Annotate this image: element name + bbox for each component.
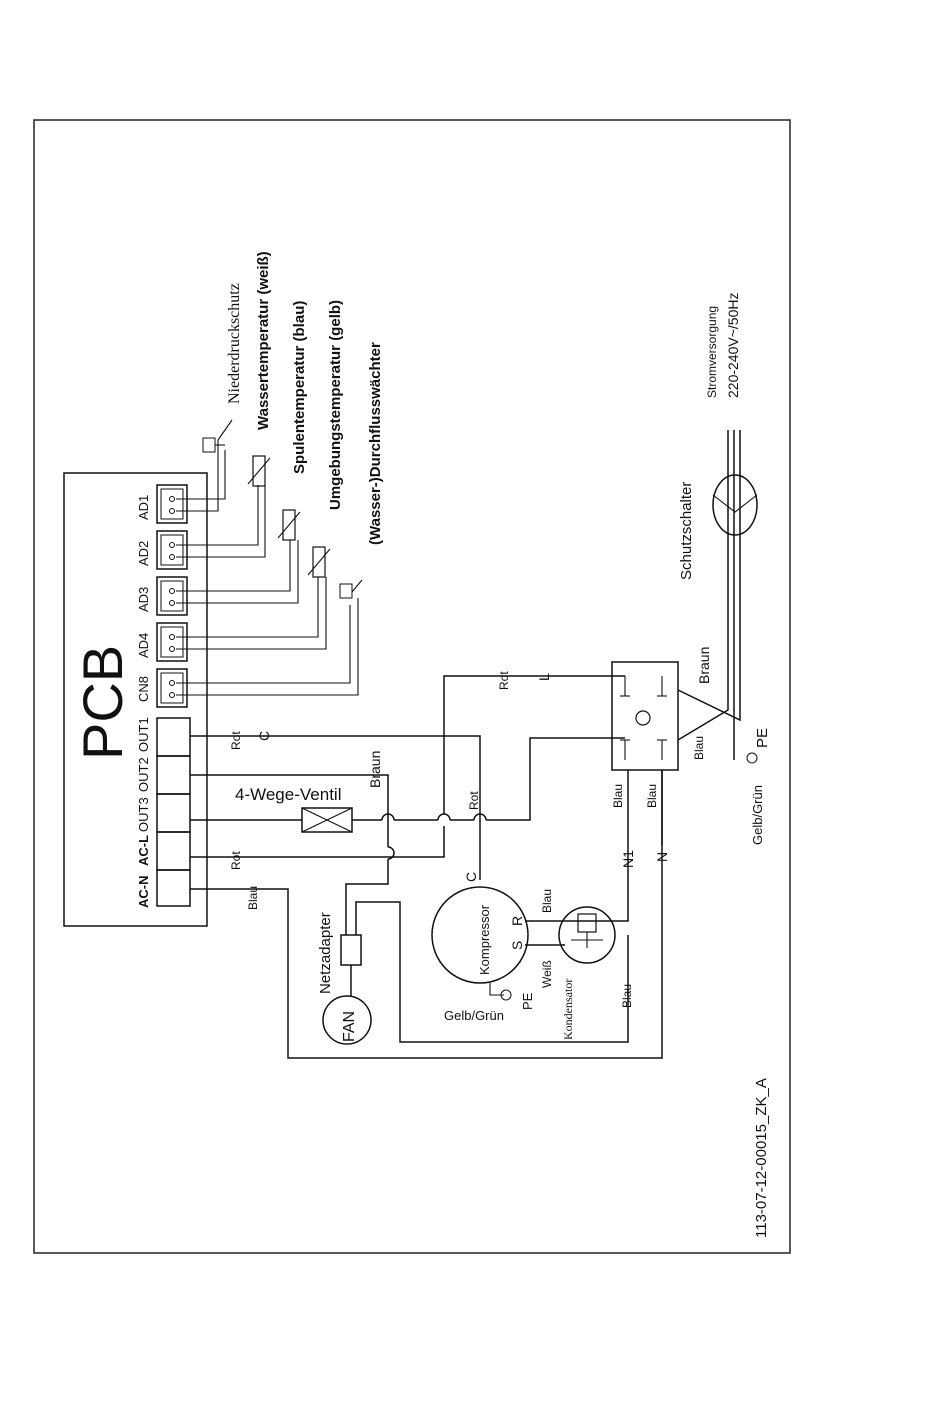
output-terminals: [156, 717, 191, 907]
label-gelb-gruen-supply: Gelb/Grün: [750, 785, 765, 845]
port-label-out2: OUT2: [136, 757, 151, 792]
wire-label-rot-3: Rot: [497, 671, 511, 690]
kondensator: [558, 906, 616, 964]
label-power-2: 220-240V~/50Hz: [725, 293, 741, 398]
port-label-ad2: AD2: [136, 541, 151, 566]
flow-switch: [339, 583, 353, 599]
wire-label-n: N: [654, 852, 670, 862]
compressor: [431, 886, 529, 984]
label-pe-comp: PE: [520, 992, 535, 1010]
drawing-id: 113-07-12-00015_ZK_A: [753, 1078, 770, 1238]
compressor-label: Kompressor: [477, 904, 492, 975]
port-label-cn8: CN8: [136, 676, 151, 702]
label-pe-supply: PE: [754, 728, 771, 748]
label-low-pressure: Niederdruckschutz: [226, 283, 243, 404]
wire-label-rot-4: Rot: [467, 791, 481, 810]
label-kondensator: Kondensator: [561, 979, 575, 1040]
port-label-acl: AC-L: [136, 835, 151, 866]
compressor-r: R: [509, 916, 525, 926]
compressor-c: C: [463, 872, 479, 882]
wire-label-blau-1: Blau: [246, 886, 260, 910]
label-gelb-gruen-comp: Gelb/Grün: [444, 1008, 504, 1023]
wire-label-braun-2: Braun: [696, 647, 712, 684]
wire-label-blau-2: Blau: [620, 984, 634, 1008]
fan-motor: [322, 995, 372, 1045]
pcb-board: [63, 472, 208, 927]
water-temp-sensor: [252, 455, 266, 487]
label-valve: 4-Wege-Ventil: [235, 785, 341, 804]
netzadapter: [340, 934, 362, 966]
port-label-ad4: AD4: [136, 633, 151, 658]
power-wires: [190, 430, 758, 1059]
wire-label-l: L: [536, 673, 552, 681]
port-label-ad3: AD3: [136, 587, 151, 612]
wire-label-n1: N1: [620, 850, 636, 868]
label-flow-switch: (Wasser-)Durchflusswächter: [367, 342, 384, 545]
port-label-out3: OUT3: [136, 797, 151, 832]
label-netzadapter: Netzadapter: [317, 912, 334, 994]
port-label-out1: OUT1: [136, 717, 151, 752]
label-ambient-temp: Umgebungstemperatur (gelb): [327, 300, 344, 510]
label-fan: FAN: [341, 1011, 358, 1042]
port-label-ad1: AD1: [136, 495, 151, 520]
sensor-wires: [176, 419, 363, 696]
wire-label-blau-4: Blau: [645, 784, 659, 808]
label-schutzschalter: Schutzschalter: [678, 482, 695, 580]
compressor-s: S: [509, 941, 525, 950]
label-coil-temp: Spulentemperatur (blau): [291, 301, 308, 474]
wire-label-blau-comp: Blau: [540, 889, 554, 913]
wire-label-rot-1: Rot: [229, 731, 243, 750]
wire-label-blau-5: Blau: [692, 736, 706, 760]
wire-label-blau-3: Blau: [611, 784, 625, 808]
wire-label-c-1: C: [256, 731, 272, 741]
schutzschalter-box: [611, 661, 679, 771]
schutzschalter: [712, 474, 758, 536]
sensor-connectors: [156, 484, 188, 708]
label-water-temp: Wassertemperatur (weiß): [255, 251, 272, 430]
coil-temp-sensor: [282, 509, 296, 541]
wire-label-braun-1: Braun: [367, 751, 383, 788]
label-power-1: Stromversorgung: [705, 306, 719, 398]
pcb-title: PCB: [71, 645, 134, 760]
port-label-acn: AC-N: [136, 876, 151, 909]
wire-label-weiss: Weiß: [540, 960, 554, 988]
ambient-temp-sensor: [312, 546, 326, 578]
wire-label-rot-2: Rot: [229, 851, 243, 870]
